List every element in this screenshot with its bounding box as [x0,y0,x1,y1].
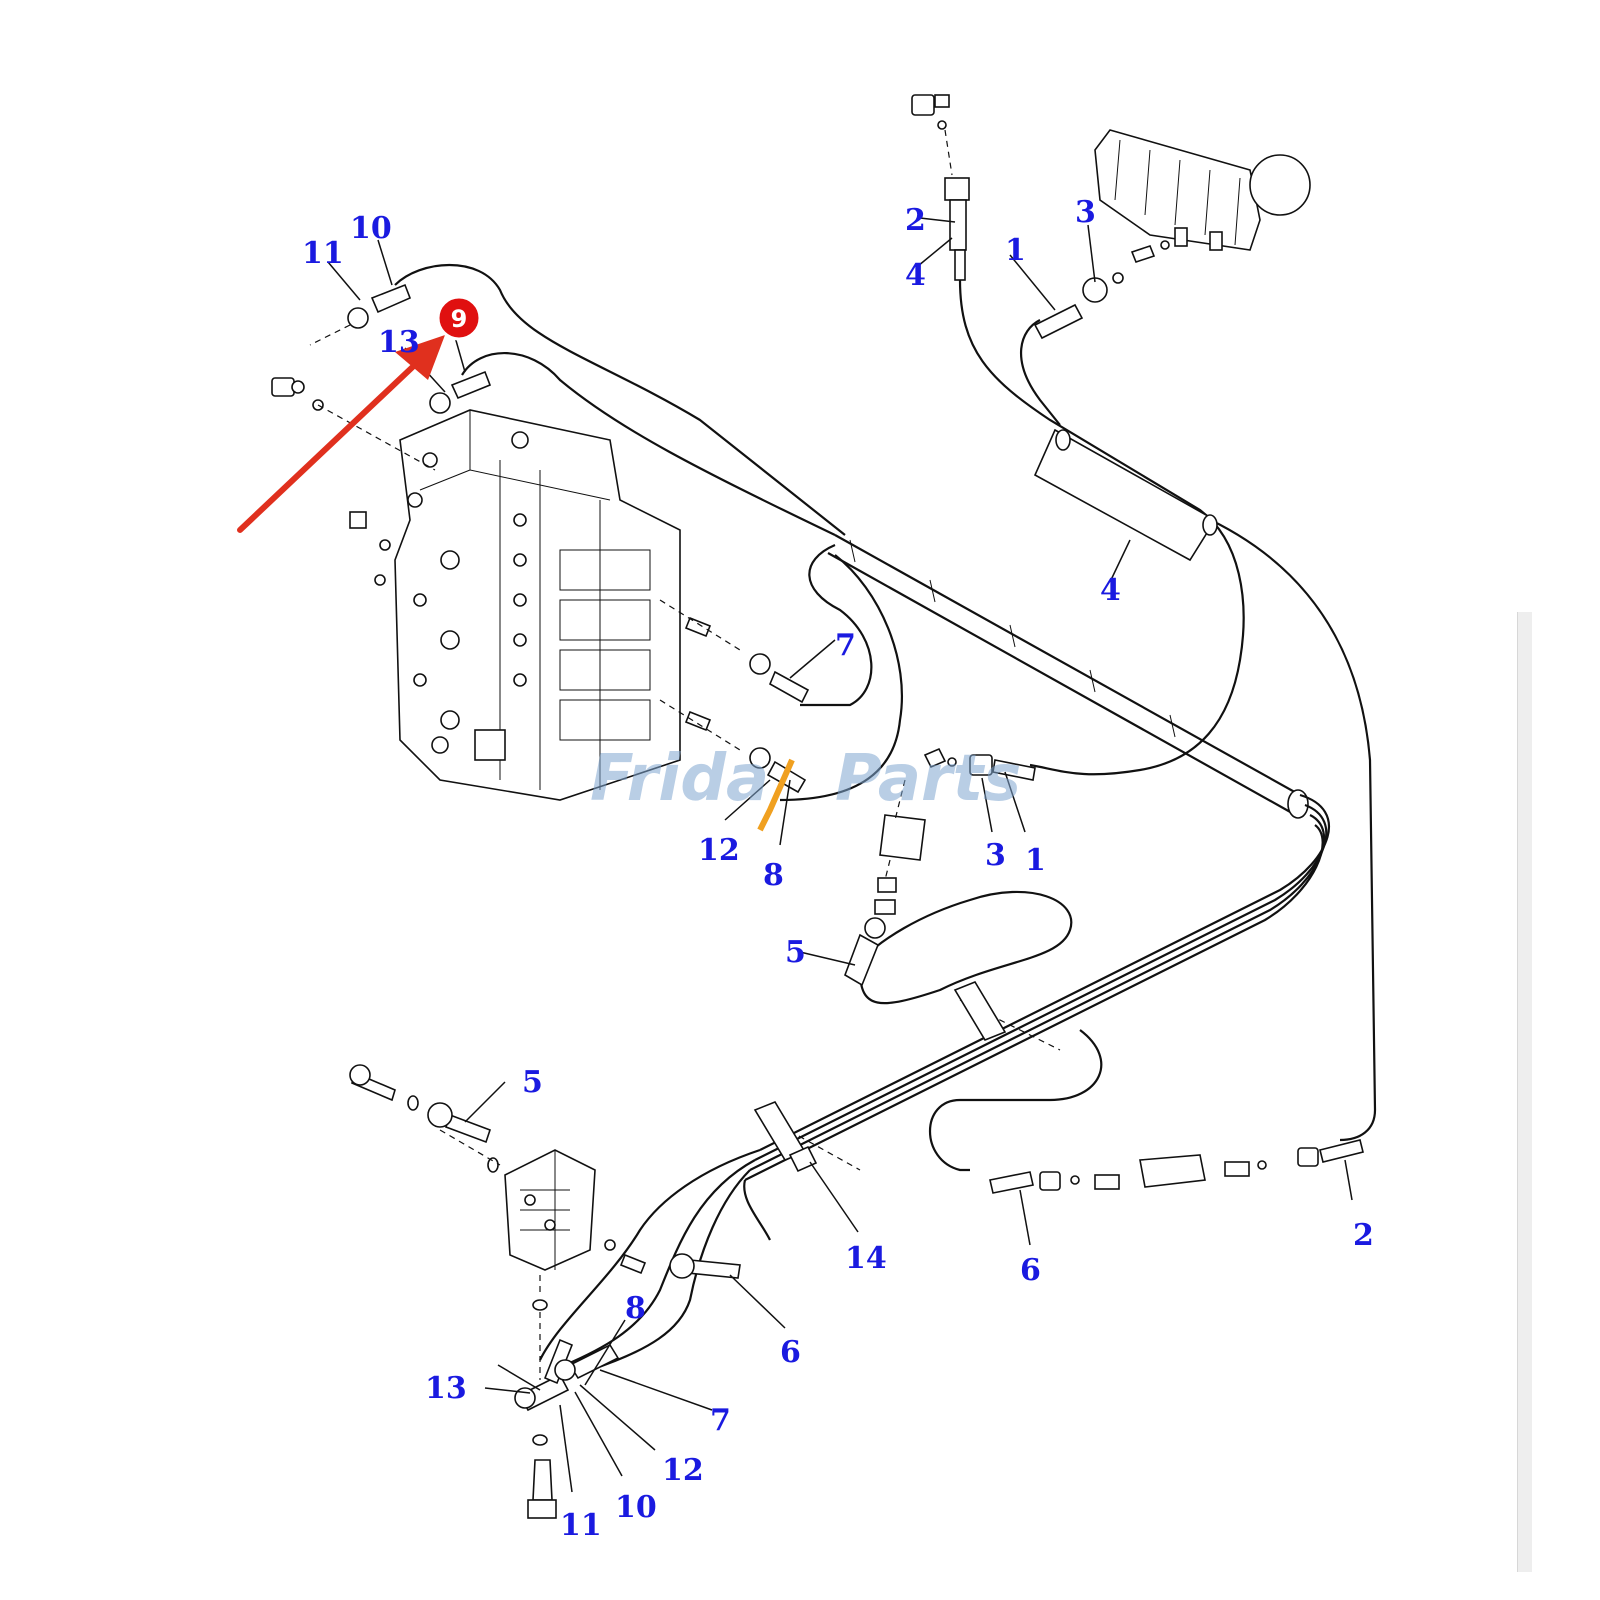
callout-labels: 11 10 13 2 4 1 3 4 7 12 8 3 1 5 5 14 6 2… [302,195,1374,1543]
hose-sleeve [1033,428,1218,562]
callout-2: 2 [1353,1218,1374,1253]
callout-13: 13 [425,1371,467,1406]
top-tee-fitting [911,94,970,281]
callout-12: 12 [662,1453,704,1488]
hose-lines [394,263,1377,1372]
callout-7: 7 [710,1403,731,1438]
callout-4: 4 [905,258,926,293]
callout-5: 5 [785,935,806,970]
leader-lines [327,217,1353,1493]
highlight-arrow [237,335,445,533]
callout-14: 14 [845,1241,887,1276]
callout-5: 5 [522,1065,543,1100]
valve-fittings [271,377,741,751]
watermark-right: Parts [835,742,1021,816]
callout-12: 12 [698,833,740,868]
callout-4: 4 [1100,573,1121,608]
lower-valve-block [349,1064,741,1519]
watermark-accent [757,758,795,832]
callout-8: 8 [625,1291,646,1326]
callout-8: 8 [763,858,784,893]
highlight-badge-label: 9 [451,305,468,333]
callout-1: 1 [1005,233,1026,268]
watermark-left: Frida [590,742,769,816]
callout-2: 2 [905,203,926,238]
callout-6: 6 [780,1335,801,1370]
callout-11: 11 [302,236,344,271]
hose-connectors [309,272,1364,1194]
callout-11: 11 [560,1508,602,1543]
callout-6: 6 [1020,1253,1041,1288]
scrollbar[interactable] [1517,612,1532,1572]
watermark: Frida Parts [590,742,1021,832]
main-control-valve [394,409,681,801]
callout-10: 10 [615,1490,657,1525]
callout-3: 3 [1075,195,1096,230]
callout-13: 13 [378,325,420,360]
callout-10: 10 [350,211,392,246]
callout-7: 7 [835,628,856,663]
callout-1: 1 [1025,843,1046,878]
callout-3: 3 [985,838,1006,873]
highlight-badge-9[interactable]: 9 [436,295,482,341]
pilot-valve-block [1094,129,1311,263]
